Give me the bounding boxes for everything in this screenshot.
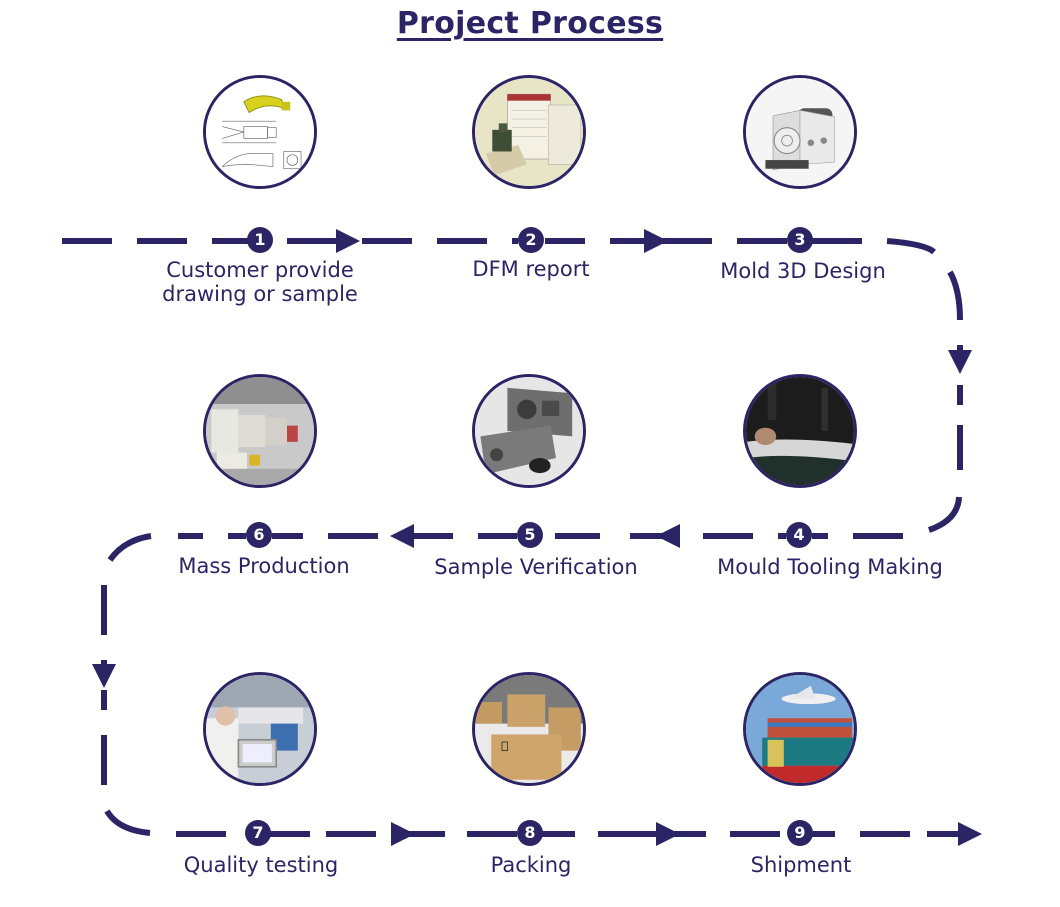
step-3-label: Mold 3D Design (720, 259, 886, 283)
technical-drawing-icon (206, 78, 314, 186)
mold-sample-icon (475, 377, 583, 485)
factory-icon (206, 377, 314, 485)
flow-curve (107, 533, 152, 562)
arrow-right-icon (336, 229, 360, 253)
flow-curve (104, 809, 151, 836)
step-8-label: Packing (490, 853, 572, 877)
step-6-image (203, 374, 317, 488)
arrow-right-icon (656, 822, 680, 846)
arrow-right-icon (644, 229, 668, 253)
flow-curve (947, 270, 963, 321)
arrow-right-icon (958, 822, 982, 846)
step-1-label-line2: drawing or sample (162, 282, 358, 306)
step-2-label: DFM report (472, 257, 590, 281)
cargo-ship-icon (746, 675, 854, 783)
step-5-image (472, 374, 586, 488)
arrow-right-icon (391, 822, 415, 846)
boxes-icon (475, 675, 583, 783)
page-title-text: Project Process (396, 6, 664, 41)
quality-inspection-icon (206, 675, 314, 783)
arrow-down-icon (92, 664, 116, 688)
step-4-label: Mould Tooling Making (717, 555, 943, 579)
page-title: Project Process (0, 6, 1060, 41)
step-9-badge: 9 (787, 820, 813, 846)
step-4-badge: 4 (786, 522, 812, 548)
mold-3d-icon (746, 78, 854, 186)
step-1-label-line1: Customer provide (166, 258, 354, 282)
step-3-badge: 3 (787, 227, 813, 253)
arrow-left-icon (390, 524, 414, 548)
step-1-label: Customer provide drawing or sample (130, 258, 390, 306)
step-4-image (743, 374, 857, 488)
arrow-down-icon (948, 350, 972, 374)
step-9-label: Shipment (750, 853, 852, 877)
step-7-badge: 7 (245, 820, 271, 846)
flow-curve (886, 238, 936, 255)
step-7-image (203, 672, 317, 786)
arrow-left-icon (656, 524, 680, 548)
dfm-screen-icon (475, 78, 583, 186)
step-2-badge: 2 (518, 227, 544, 253)
step-5-label: Sample Verification (434, 555, 638, 579)
step-9-image (743, 672, 857, 786)
step-1-badge: 1 (247, 227, 273, 253)
step-7-label: Quality testing (183, 853, 339, 877)
step-6-badge: 6 (246, 522, 272, 548)
tooling-icon (746, 377, 854, 485)
flow-curve (927, 496, 962, 533)
step-6-label: Mass Production (178, 554, 350, 578)
step-8-image (472, 672, 586, 786)
step-8-badge: 8 (517, 820, 543, 846)
step-1-image (203, 75, 317, 189)
step-5-badge: 5 (517, 522, 543, 548)
step-2-image (472, 75, 586, 189)
step-3-image (743, 75, 857, 189)
